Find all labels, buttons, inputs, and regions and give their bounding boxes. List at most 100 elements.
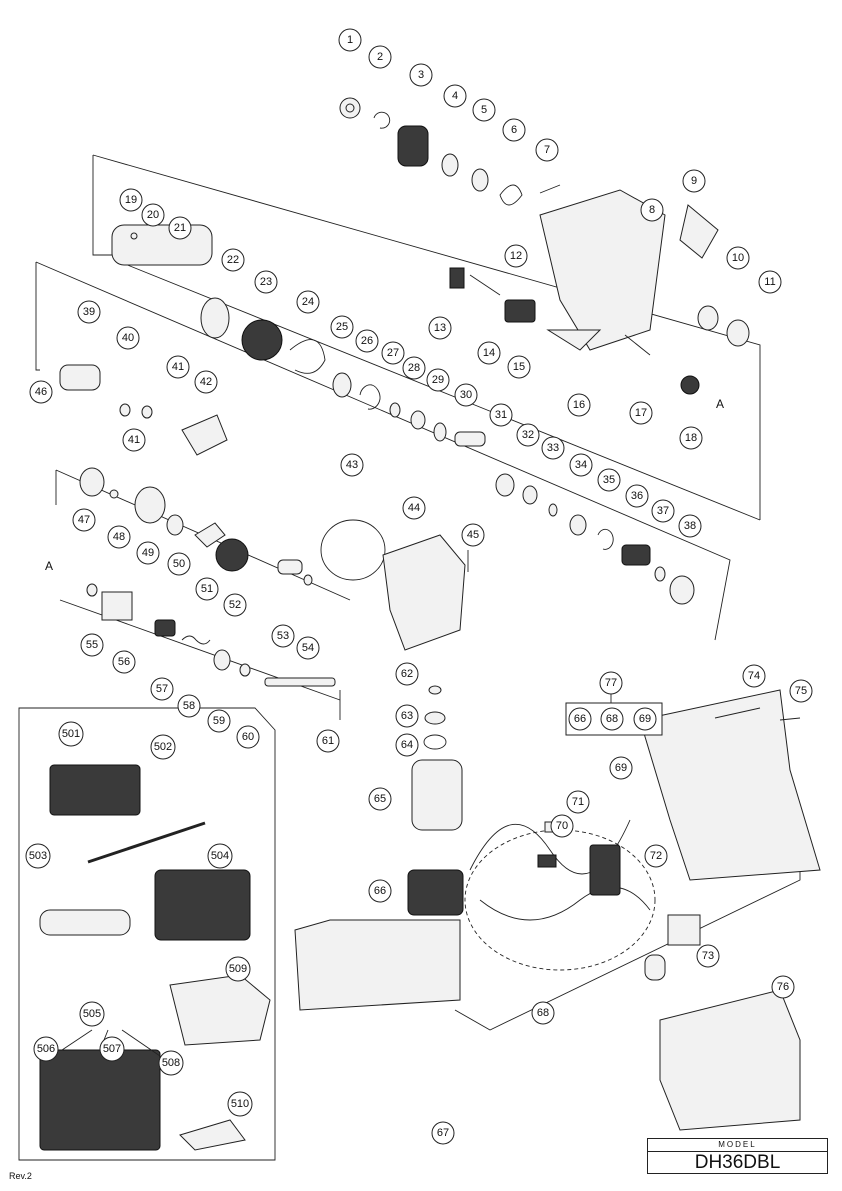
svg-text:40: 40 <box>122 332 134 344</box>
callout-61: 61 <box>316 729 340 753</box>
svg-text:23: 23 <box>260 276 272 288</box>
callout-40: 40 <box>116 326 140 350</box>
svg-text:32: 32 <box>522 429 534 441</box>
callout-58: 58 <box>177 694 201 718</box>
accessories-panel <box>18 707 276 1161</box>
callout-57: 57 <box>150 677 174 701</box>
callout-12: 12 <box>504 244 528 268</box>
svg-text:47: 47 <box>78 514 90 526</box>
svg-text:509: 509 <box>229 963 247 975</box>
callout-35: 35 <box>597 468 621 492</box>
svg-text:54: 54 <box>302 642 314 654</box>
callout-77-item-66: 66 <box>568 707 592 731</box>
svg-text:9: 9 <box>691 175 697 187</box>
callout-48: 48 <box>107 525 131 549</box>
callout-41-a: 41 <box>166 355 190 379</box>
svg-text:65: 65 <box>374 793 386 805</box>
svg-text:25: 25 <box>336 321 348 333</box>
svg-text:50: 50 <box>173 558 185 570</box>
svg-text:59: 59 <box>213 715 225 727</box>
callout-7: 7 <box>535 138 559 162</box>
callout-52: 52 <box>223 593 247 617</box>
svg-text:77: 77 <box>605 677 617 689</box>
svg-text:71: 71 <box>572 796 584 808</box>
svg-text:19: 19 <box>125 194 137 206</box>
callout-25: 25 <box>330 315 354 339</box>
callout-53: 53 <box>271 624 295 648</box>
callout-77-item-69: 69 <box>633 707 657 731</box>
svg-text:39: 39 <box>83 306 95 318</box>
svg-text:62: 62 <box>401 668 413 680</box>
callout-501: 501 <box>58 721 84 747</box>
callout-63: 63 <box>395 704 419 728</box>
model-caption: MODEL <box>648 1139 827 1152</box>
part-shapes <box>59 97 821 1131</box>
callout-5: 5 <box>472 98 496 122</box>
callout-29: 29 <box>426 368 450 392</box>
callout-51: 51 <box>195 577 219 601</box>
svg-text:2: 2 <box>377 51 383 63</box>
callout-55: 55 <box>80 633 104 657</box>
callout-34: 34 <box>569 453 593 477</box>
callout-41-b: 41 <box>122 428 146 452</box>
svg-text:503: 503 <box>29 850 47 862</box>
svg-text:510: 510 <box>231 1098 249 1110</box>
callout-22: 22 <box>221 248 245 272</box>
svg-text:45: 45 <box>467 529 479 541</box>
svg-text:68: 68 <box>537 1007 549 1019</box>
svg-text:11: 11 <box>764 276 775 288</box>
callout-60: 60 <box>236 725 260 749</box>
svg-text:60: 60 <box>242 731 254 743</box>
callout-503: 503 <box>25 843 51 869</box>
svg-text:69: 69 <box>615 762 627 774</box>
svg-text:46: 46 <box>35 386 47 398</box>
callout-75: 75 <box>789 679 813 703</box>
svg-text:74: 74 <box>748 670 760 682</box>
svg-text:501: 501 <box>62 728 80 740</box>
callout-77-item-68: 68 <box>600 707 624 731</box>
callout-14: 14 <box>477 341 501 365</box>
svg-text:17: 17 <box>635 407 647 419</box>
svg-text:44: 44 <box>408 502 420 514</box>
svg-text:24: 24 <box>302 296 314 308</box>
svg-text:70: 70 <box>556 820 568 832</box>
svg-text:48: 48 <box>113 531 125 543</box>
svg-text:12: 12 <box>510 250 522 262</box>
callout-21: 21 <box>168 216 192 240</box>
svg-text:38: 38 <box>684 520 696 532</box>
callout-36: 36 <box>625 484 649 508</box>
callout-69: 69 <box>609 756 633 780</box>
svg-text:49: 49 <box>142 547 154 559</box>
svg-text:69: 69 <box>639 713 651 725</box>
svg-text:51: 51 <box>201 583 213 595</box>
callout-72: 72 <box>644 844 668 868</box>
svg-text:506: 506 <box>37 1043 55 1055</box>
svg-text:64: 64 <box>401 739 413 751</box>
svg-text:7: 7 <box>544 144 550 156</box>
callout-1: 1 <box>338 28 362 52</box>
callout-13: 13 <box>428 316 452 340</box>
svg-text:52: 52 <box>229 599 241 611</box>
model-name: DH36DBL <box>694 1152 781 1173</box>
callout-70: 70 <box>550 814 574 838</box>
reference-mark-a-2: A <box>45 559 53 573</box>
callout-32: 32 <box>516 423 540 447</box>
svg-text:14: 14 <box>483 347 495 359</box>
svg-text:26: 26 <box>361 335 373 347</box>
callout-76: 76 <box>771 975 795 999</box>
svg-text:8: 8 <box>649 204 655 216</box>
svg-text:75: 75 <box>795 685 807 697</box>
svg-text:31: 31 <box>495 409 507 421</box>
callout-46: 46 <box>29 380 53 404</box>
callout-507: 507 <box>99 1036 125 1062</box>
svg-text:22: 22 <box>227 254 239 266</box>
svg-text:507: 507 <box>103 1043 121 1055</box>
svg-text:3: 3 <box>418 69 424 81</box>
callout-3: 3 <box>409 63 433 87</box>
svg-text:73: 73 <box>702 950 714 962</box>
callout-17: 17 <box>629 401 653 425</box>
callout-19: 19 <box>119 188 143 212</box>
svg-text:6: 6 <box>511 124 517 136</box>
callout-49: 49 <box>136 541 160 565</box>
